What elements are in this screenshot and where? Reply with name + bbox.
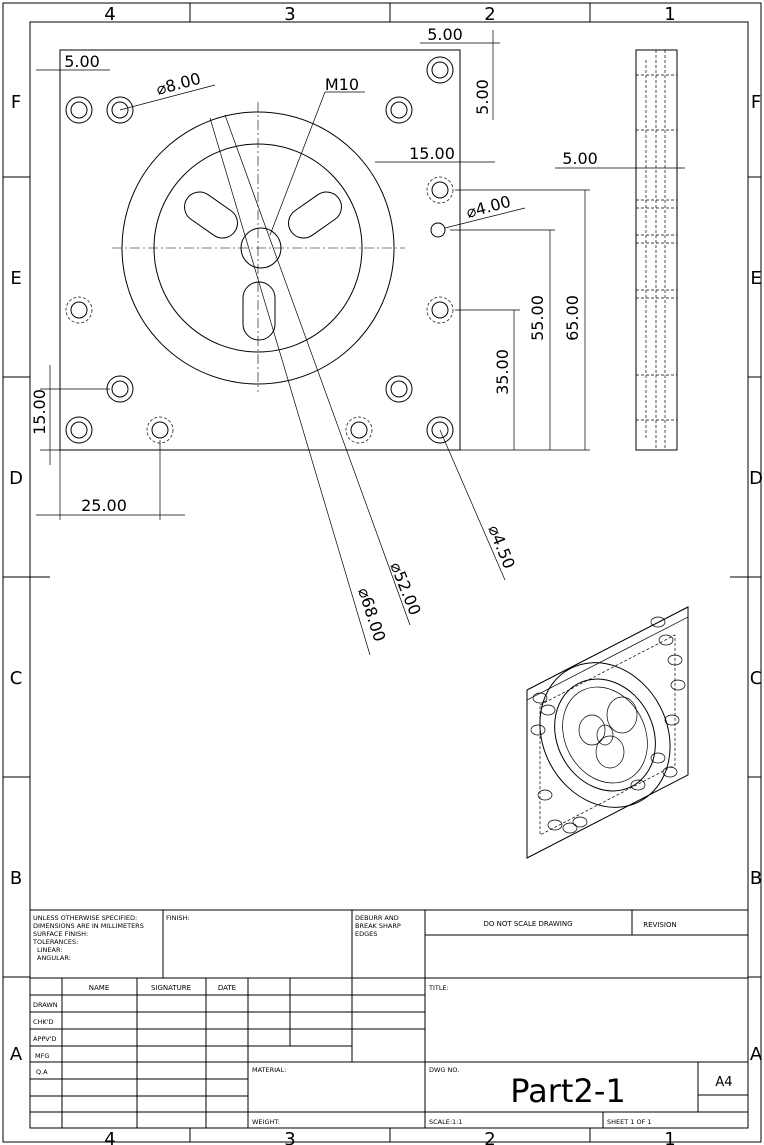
tb-linear: LINEAR: — [37, 946, 62, 954]
dim-35: 35.00 — [493, 349, 512, 395]
zone-col-3-bottom: 3 — [284, 1129, 295, 1145]
tb-surface: SURFACE FINISH: — [33, 930, 88, 938]
tb-material: MATERIAL: — [252, 1066, 286, 1074]
tb-deburr-1: DEBURR AND — [355, 914, 399, 922]
zone-row-c-right: C — [750, 668, 763, 689]
tb-sheet: SHEET 1 OF 1 — [607, 1118, 652, 1126]
tb-deburr-2: BREAK SHARP — [355, 922, 401, 930]
tb-title-label: TITLE: — [428, 984, 449, 992]
side-view — [635, 49, 678, 451]
tb-dwg-no: DWG NO. — [429, 1066, 459, 1074]
tb-size: A4 — [715, 1075, 732, 1090]
slot-right — [288, 191, 342, 239]
dim-4-5-diameter: ⌀4.50 — [484, 522, 519, 571]
zone-row-d-left: D — [9, 468, 23, 489]
tb-drawn: DRAWN — [33, 1001, 58, 1009]
dim-15-vertical: 15.00 — [30, 389, 49, 435]
dim-65: 65.00 — [563, 295, 582, 341]
zone-col-4-bottom: 4 — [104, 1129, 115, 1145]
dim-m10: M10 — [325, 75, 359, 94]
tb-date: DATE — [218, 984, 236, 992]
tb-dims: DIMENSIONS ARE IN MILLIMETERS — [33, 922, 144, 930]
inner-border — [29, 21, 749, 1129]
tb-angular: ANGULAR: — [37, 954, 71, 962]
dim-68-diameter: ⌀68.00 — [354, 585, 389, 644]
zone-row-f-right: F — [751, 92, 761, 113]
tb-qa: Q.A — [36, 1068, 48, 1076]
tb-mfg: MFG — [35, 1052, 49, 1060]
dim-52-diameter: ⌀52.00 — [386, 559, 424, 618]
zone-col-1-top: 1 — [664, 4, 675, 25]
tb-weight: WEIGHT: — [252, 1118, 280, 1126]
tb-chkd: CHK'D — [33, 1018, 53, 1026]
tb-appvd: APPV'D — [33, 1035, 57, 1043]
zone-col-3-top: 3 — [284, 4, 295, 25]
dim-15-horizontal: 15.00 — [409, 144, 455, 163]
dim-5-top: 5.00 — [427, 25, 463, 44]
tb-signature: SIGNATURE — [151, 984, 191, 992]
zone-row-d-right: D — [749, 468, 763, 489]
slot-left — [184, 191, 238, 239]
zone-col-1-bottom: 1 — [664, 1129, 675, 1145]
zone-row-f-left: F — [11, 92, 21, 113]
zone-row-a-left: A — [10, 1044, 23, 1065]
dimension-lines — [36, 30, 685, 656]
tb-do-not-scale: DO NOT SCALE DRAWING — [483, 920, 572, 928]
title-block — [30, 909, 748, 1128]
tb-finish: FINISH: — [166, 914, 190, 922]
zone-row-a-right: A — [750, 1044, 763, 1065]
dim-5-left: 5.00 — [64, 52, 100, 71]
tb-deburr-3: EDGES — [355, 930, 377, 938]
slot-bottom — [242, 281, 276, 341]
zone-row-c-left: C — [10, 668, 23, 689]
zone-row-e-left: E — [10, 268, 21, 289]
tb-part-name: Part2-1 — [510, 1072, 625, 1110]
zone-col-2-top: 2 — [484, 4, 495, 25]
tb-unless: UNLESS OTHERWISE SPECIFIED: — [33, 914, 137, 922]
dim-25: 25.00 — [81, 496, 127, 515]
zone-row-b-left: B — [10, 868, 22, 889]
tb-revision: REVISION — [643, 921, 676, 929]
dim-5-side: 5.00 — [562, 149, 598, 168]
isometric-view — [526, 606, 689, 859]
front-view — [59, 49, 461, 451]
zone-dividers — [3, 3, 761, 1142]
dim-5-vertical: 5.00 — [473, 79, 492, 115]
tb-tolerances: TOLERANCES: — [32, 938, 78, 946]
dim-8-diameter: ⌀8.00 — [154, 69, 203, 99]
small-hole-4 — [430, 222, 446, 238]
zone-col-2-bottom: 2 — [484, 1129, 495, 1145]
zone-row-e-right: E — [750, 268, 761, 289]
dim-55: 55.00 — [528, 295, 547, 341]
zone-col-4-top: 4 — [104, 4, 115, 25]
tb-scale: SCALE:1:1 — [429, 1118, 463, 1126]
plate-outline — [59, 49, 461, 451]
zone-row-b-right: B — [750, 868, 762, 889]
tb-name: NAME — [89, 984, 110, 992]
